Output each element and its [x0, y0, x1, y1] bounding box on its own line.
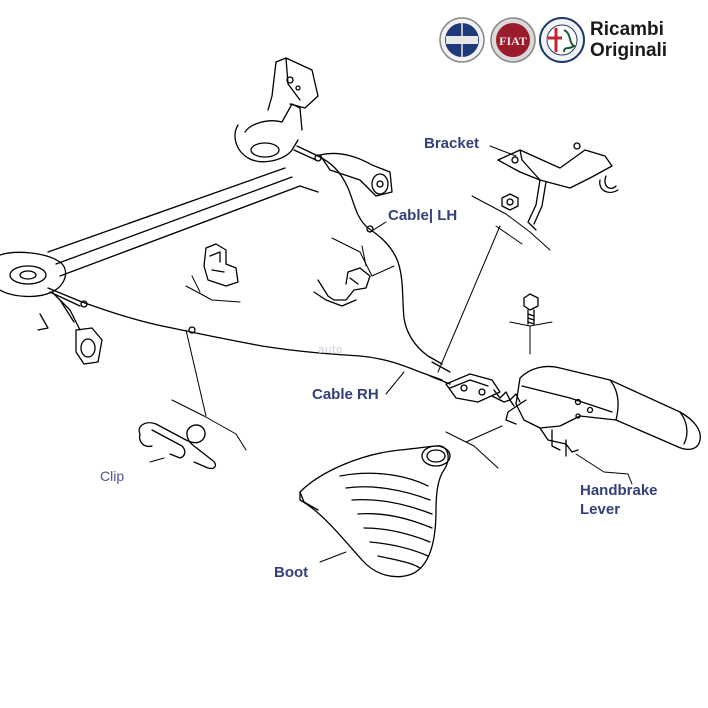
label-cable-rh: Cable RH: [312, 386, 379, 403]
bracket-part: [497, 142, 619, 231]
lancia-logo-icon: [439, 17, 485, 63]
brand-logos: FIAT: [439, 17, 585, 63]
rear-axle-beam: [0, 57, 393, 365]
cable-clamp-parts: [203, 243, 371, 307]
cable-lh: [293, 145, 451, 373]
alfa-romeo-logo-icon: [539, 17, 585, 63]
leader-lines: [149, 145, 633, 563]
watermark-text: auto: [318, 344, 344, 356]
cable-rh: [47, 287, 451, 385]
svg-text:FIAT: FIAT: [499, 34, 527, 48]
clip-part: [138, 422, 217, 470]
label-clip: Clip: [100, 468, 125, 484]
label-handbrake-line2: Lever: [580, 501, 621, 518]
label-cable-lh: Cable| LH: [388, 207, 458, 224]
label-bracket: Bracket: [424, 135, 480, 152]
boot-part: [299, 445, 451, 578]
handbrake-lever: [505, 365, 701, 457]
label-handbrake-line1: Handbrake: [580, 482, 658, 499]
bolt-part: [523, 293, 539, 325]
brand-tagline-line1: Ricambi: [590, 19, 664, 40]
fiat-logo-icon: FIAT: [490, 17, 536, 63]
cable-equaliser: [445, 373, 521, 407]
brand-tagline-line2: Originali: [590, 40, 668, 61]
label-boot: Boot: [274, 564, 309, 581]
